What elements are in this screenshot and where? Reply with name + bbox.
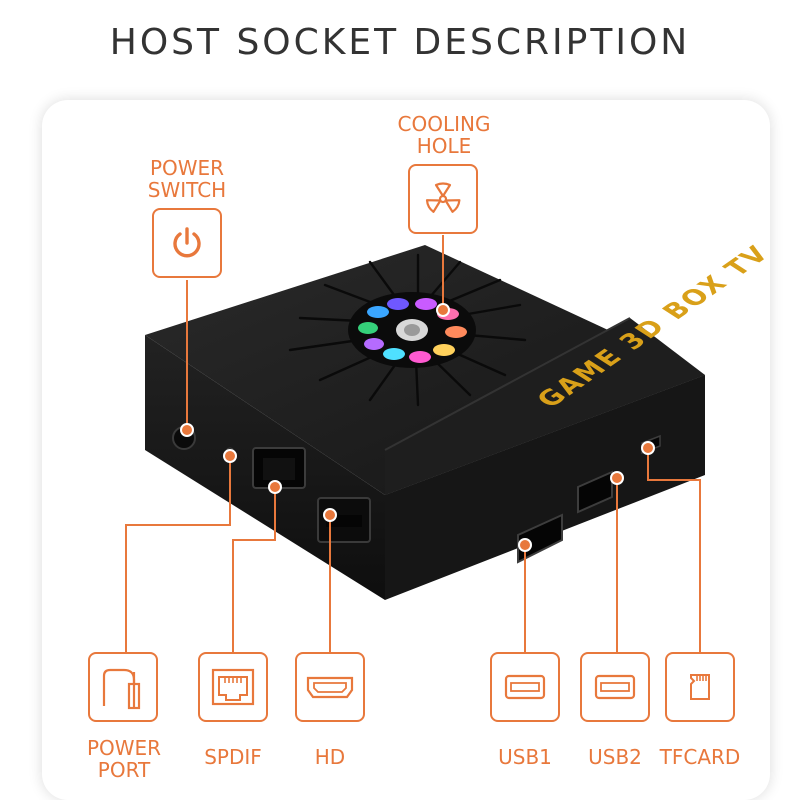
cooling-hole-line2: HOLE [416, 134, 472, 158]
tfcard-label: TFCARD [659, 745, 741, 769]
usb2-icon-box [580, 652, 650, 722]
tfcard-icon-box [665, 652, 735, 722]
box-top-stripe [385, 318, 705, 495]
hd-icon-box [295, 652, 365, 722]
power-switch-button [172, 426, 196, 450]
power-port-line1: POWER [86, 736, 162, 760]
power-switch-line1: POWER [149, 156, 225, 180]
cooling-hole-label: COOLING HOLE [382, 113, 506, 157]
usb2-label: USB2 [588, 745, 642, 769]
power-switch-label: POWER SWITCH [125, 157, 249, 201]
spdif-label: SPDIF [204, 745, 262, 769]
hdmi-port-icon [306, 676, 354, 699]
box-right-side [385, 375, 705, 600]
spdif-icon-box [198, 652, 268, 722]
power-port-label: POWER PORT [73, 737, 175, 781]
power-port-line2: PORT [97, 758, 151, 782]
cooling-hole-line1: COOLING [397, 112, 491, 136]
usb-port-icon [594, 674, 636, 700]
hd-label: HD [314, 745, 346, 769]
sd-card-icon [690, 674, 710, 700]
usb-port-icon [504, 674, 546, 700]
rgb-fan [348, 292, 476, 368]
power-switch-line2: SWITCH [147, 178, 227, 202]
power-port-icon-box [88, 652, 158, 722]
usb2-jack [577, 470, 613, 514]
power-icon [173, 227, 201, 258]
ethernet-port-icon [211, 668, 255, 706]
usb1-icon-box [490, 652, 560, 722]
usb1-label: USB1 [498, 745, 552, 769]
power-switch-icon-box [152, 208, 222, 278]
page-title: HOST SOCKET DESCRIPTION [109, 22, 691, 63]
dc-plug-icon [102, 668, 141, 710]
cooling-hole-icon-box [408, 164, 478, 234]
box-top-face [145, 245, 705, 495]
fan-icon [425, 182, 461, 213]
dc-port-hole [225, 447, 235, 457]
